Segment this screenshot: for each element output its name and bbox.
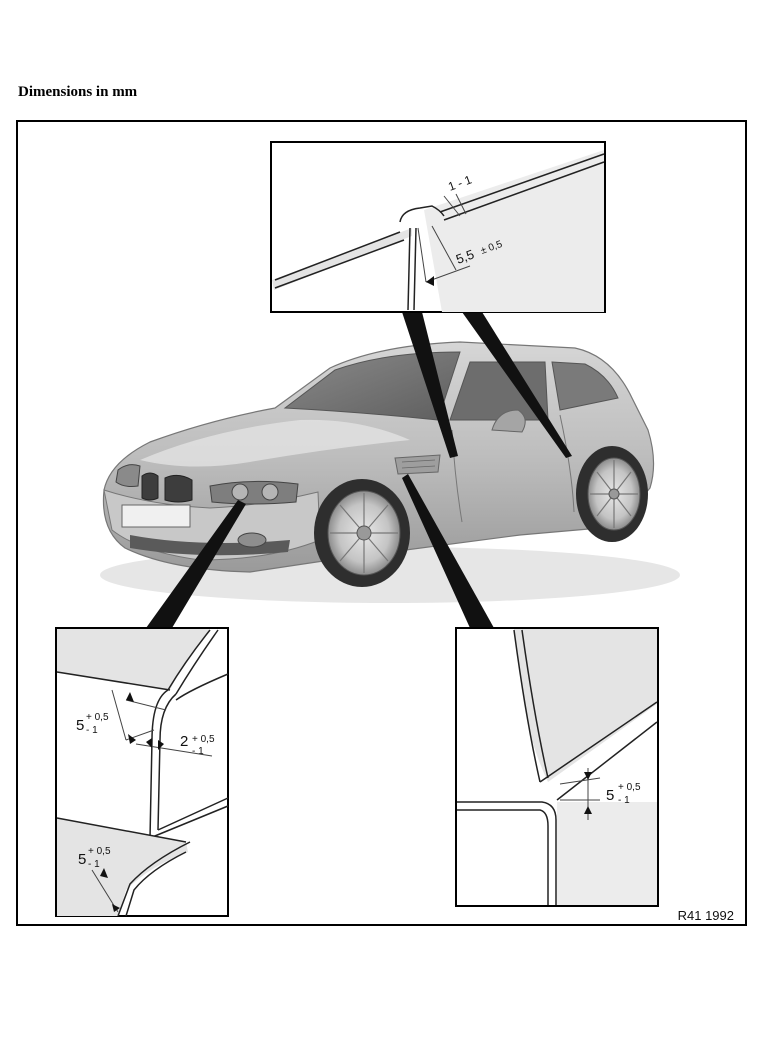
detail-box-bottom-left: 5 + 0,5 - 1 2 + 0,5 - 1 5 + 0,5 - 1 <box>55 627 229 917</box>
dim-upper-value: 5 <box>76 717 84 734</box>
dim-lower-tol-plus: + 0,5 <box>88 846 111 857</box>
dim-gap-tol-minus: - 1 <box>618 795 630 806</box>
dim-gap-tol-plus: + 0,5 <box>618 782 641 793</box>
detail-box-bottom-right: 5 + 0,5 - 1 <box>455 627 659 907</box>
dim-lower-value: 5 <box>78 851 86 868</box>
dimensions-heading: Dimensions in mm <box>18 84 138 100</box>
leader-bottom-left <box>146 500 246 628</box>
dim-upper-tol-plus: + 0,5 <box>86 712 109 723</box>
leader-top-left <box>402 312 458 458</box>
dim-lower-tol-minus: - 1 <box>88 859 100 870</box>
dim-upper-tol-minus: - 1 <box>86 725 98 736</box>
dim-gap-value: 5 <box>606 787 614 804</box>
leader-wedges <box>146 312 572 628</box>
car-illustration <box>100 341 680 603</box>
illustration-frame <box>16 120 747 926</box>
detail-box-top: 1 - 1 5,5 ± 0,5 <box>270 141 606 313</box>
figure-reference-number: R41 1992 <box>677 908 734 923</box>
dim-label-offset-value: 5,5 <box>454 247 476 267</box>
dim-middle-tol-plus: + 0,5 <box>192 734 215 745</box>
leader-top-right <box>462 312 572 458</box>
dim-middle-tol-minus: - 1 <box>192 746 204 757</box>
leader-bottom-right <box>402 474 494 628</box>
dim-middle-value: 2 <box>180 733 188 750</box>
